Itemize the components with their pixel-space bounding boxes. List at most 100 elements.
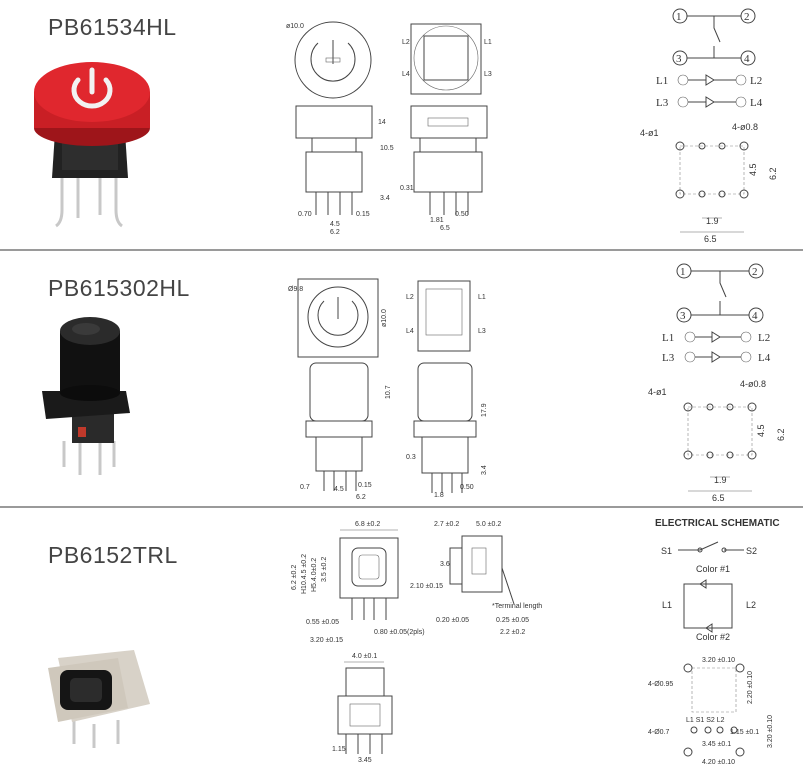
dimension-label: Color #1 (696, 564, 730, 574)
dimension-label: L1 (662, 332, 674, 344)
dimension-label: 4.5 (334, 486, 344, 493)
dimension-label: 2.20 ±0.10 (747, 671, 754, 704)
dimension-label: 2 (744, 11, 750, 23)
dimension-label: 0.25 ±0.05 (496, 617, 529, 624)
dimension-label: L2 (750, 75, 762, 87)
dimension-label: ø10.0 (286, 23, 304, 30)
dimension-label: L3 (656, 97, 669, 109)
dimension-label: 6.2 (356, 494, 366, 501)
dimension-label: 0.55 ±0.05 (306, 619, 339, 626)
dimension-label: L3 (662, 352, 675, 364)
dimension-label: ø10.0 (381, 309, 388, 327)
product-photo-right-angle (48, 650, 150, 748)
dimension-label: H5.4.0±0.2 (311, 558, 318, 592)
dimension-label: ELECTRICAL SCHEMATIC (655, 518, 780, 529)
dimension-label: 4.5 (330, 221, 340, 228)
dimension-label: 3 (676, 53, 682, 65)
dimension-label: 6.2 (330, 229, 340, 236)
dimension-label: 0.7 (300, 484, 310, 491)
dimension-label: 1.81 (430, 217, 444, 224)
model-name: PB6152TRL (48, 542, 178, 568)
dimension-label: Color #2 (696, 632, 730, 642)
electrical-schematic: ELECTRICAL SCHEMATIC S1 S2 Color #1 L1 L… (648, 518, 780, 766)
model-name: PB615302HL (48, 275, 190, 301)
dimension-label: 1 (680, 266, 686, 278)
dimension-label: L2 (758, 332, 770, 344)
dimension-label: *Terminal length (492, 603, 542, 610)
dimension-label: 0.20 ±0.05 (436, 617, 469, 624)
technical-drawing: ø10.0 14 10.5 3.4 0.70 4.5 6.2 0.15 L2 L… (286, 21, 492, 236)
dimension-label: 2 (752, 266, 758, 278)
dimension-label: 2.2 ±0.2 (500, 629, 525, 636)
dimension-label: 3.20 ±0.10 (702, 657, 735, 664)
dimension-label: 0.50 (455, 211, 469, 218)
dimension-label: 0.15 (356, 211, 370, 218)
row-separator (0, 249, 803, 251)
dimension-label: 3.4 (380, 195, 390, 202)
electrical-schematic: 1 2 3 4 L1 L2 L3 L4 4-ø1 4-ø0.8 4.5 6.2 … (640, 8, 778, 244)
dimension-label: 4 (752, 310, 758, 322)
dimension-label: L2 (402, 39, 410, 46)
dimension-label: S2 (746, 546, 757, 556)
dimension-label: L3 (484, 71, 492, 78)
dimension-label: 3.5 ±0.2 (321, 557, 328, 582)
product-row-3: PB6152TRL 6.8 ±0.2 6.2 ±0.2 H10.4.5 ±0.2… (0, 508, 803, 775)
dimension-label: 6.2 ±0.2 (291, 565, 298, 590)
dimension-label: 3.6 (440, 561, 450, 568)
dimension-label: S1 (661, 546, 672, 556)
electrical-schematic: 1 2 3 4 L1 L2 L3 L4 4-ø1 4-ø0.8 4.5 6.2 … (648, 263, 786, 503)
dimension-label: 2.7 ±0.2 (434, 521, 459, 528)
technical-drawing: 6.8 ±0.2 6.2 ±0.2 H10.4.5 ±0.2 H5.4.0±0.… (291, 521, 542, 764)
dimension-label: 4-ø1 (640, 128, 659, 138)
dimension-label: 2.10 ±0.15 (410, 583, 443, 590)
dimension-label: 0.50 (460, 484, 474, 491)
dimension-label: L4 (406, 328, 414, 335)
dimension-label: 4-ø1 (648, 387, 667, 397)
dimension-label: 0.31 (400, 185, 414, 192)
product-photo-red-cap (34, 62, 150, 228)
dimension-label: 3.20 ±0.15 (310, 637, 343, 644)
dimension-label: 4-ø0.8 (740, 379, 766, 389)
dimension-label: L1 (662, 600, 672, 610)
dimension-label: 6.2 (768, 167, 778, 180)
dimension-label: 4-Ø0.7 (648, 729, 670, 736)
dimension-label: 4-ø0.8 (732, 122, 758, 132)
dimension-label: L2 (406, 294, 414, 301)
dimension-label: 14 (378, 119, 386, 126)
dimension-label: 1.9 (706, 216, 719, 226)
dimension-label: L2 (746, 600, 756, 610)
dimension-label: 4.20 ±0.10 (702, 759, 735, 766)
dimension-label: L4 (758, 352, 771, 364)
dimension-label: L1 (656, 75, 668, 87)
dimension-label: 6.2 (776, 428, 786, 441)
dimension-label: 1.9 (714, 475, 727, 485)
dimension-label: 4-Ø0.95 (648, 681, 673, 688)
dimension-label: L4 (402, 71, 410, 78)
dimension-label: 3 (680, 310, 686, 322)
technical-drawing: Ø9.8 ø10.0 10.7 0.7 4.5 6.2 0.15 L2 L1 L… (288, 278, 488, 501)
dimension-label: 6.5 (440, 225, 450, 232)
dimension-label: 4.5 (756, 424, 766, 437)
dimension-label: L1 (484, 39, 492, 46)
dimension-label: 4 (744, 53, 750, 65)
product-photo-black-cap (42, 317, 130, 475)
dimension-label: 4.5 (748, 163, 758, 176)
dimension-label: 6.5 (704, 234, 717, 244)
dimension-label: 10.5 (380, 145, 394, 152)
dimension-label: 1.8 (434, 492, 444, 499)
dimension-label: 17.9 (481, 403, 488, 417)
dimension-label: Ø9.8 (288, 286, 303, 293)
dimension-label: 5.0 ±0.2 (476, 521, 501, 528)
dimension-label: 3.20 ±0.10 (767, 715, 774, 748)
dimension-label: 0.15 (358, 482, 372, 489)
dimension-label: 1 (676, 11, 682, 23)
dimension-label: 4.0 ±0.1 (352, 653, 377, 660)
dimension-label: 1.15 ±0.1 (730, 729, 759, 736)
dimension-label: 3.45 (358, 757, 372, 764)
dimension-label: 3.4 (481, 465, 488, 475)
dimension-label: 1.15 (332, 746, 346, 753)
row-separator (0, 506, 803, 508)
dimension-label: 0.70 (298, 211, 312, 218)
dimension-label: H10.4.5 ±0.2 (301, 554, 308, 594)
dimension-label: 10.7 (385, 385, 392, 399)
